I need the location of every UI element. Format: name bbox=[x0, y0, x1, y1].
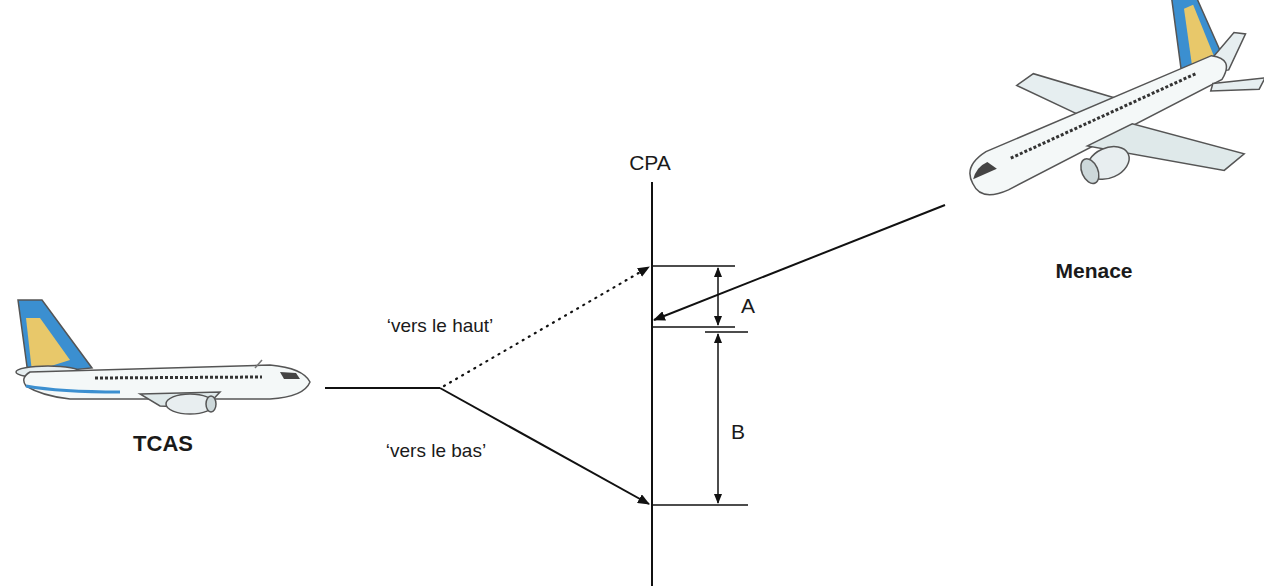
aircraft-label: TCAS bbox=[133, 432, 193, 456]
flight-path bbox=[325, 387, 440, 389]
dimension-tick bbox=[652, 326, 735, 328]
cpa-label: CPA bbox=[629, 151, 671, 174]
dimension-label: B bbox=[731, 420, 745, 443]
aircraft-label: Menace bbox=[1055, 259, 1132, 282]
dimension-arrow bbox=[717, 334, 719, 503]
cpa-line bbox=[651, 182, 653, 586]
dimension-tick bbox=[652, 265, 735, 267]
dimension-arrow bbox=[717, 268, 719, 325]
path-label: ‘vers le haut’ bbox=[387, 316, 494, 337]
dimension-label: A bbox=[741, 294, 755, 317]
tcas-aircraft bbox=[16, 300, 310, 414]
path-label: ‘vers le bas’ bbox=[386, 441, 486, 462]
dimension-tick bbox=[705, 331, 748, 333]
threat-aircraft bbox=[935, 0, 1264, 266]
dimension-tick bbox=[652, 504, 748, 506]
threat-path bbox=[654, 205, 945, 320]
